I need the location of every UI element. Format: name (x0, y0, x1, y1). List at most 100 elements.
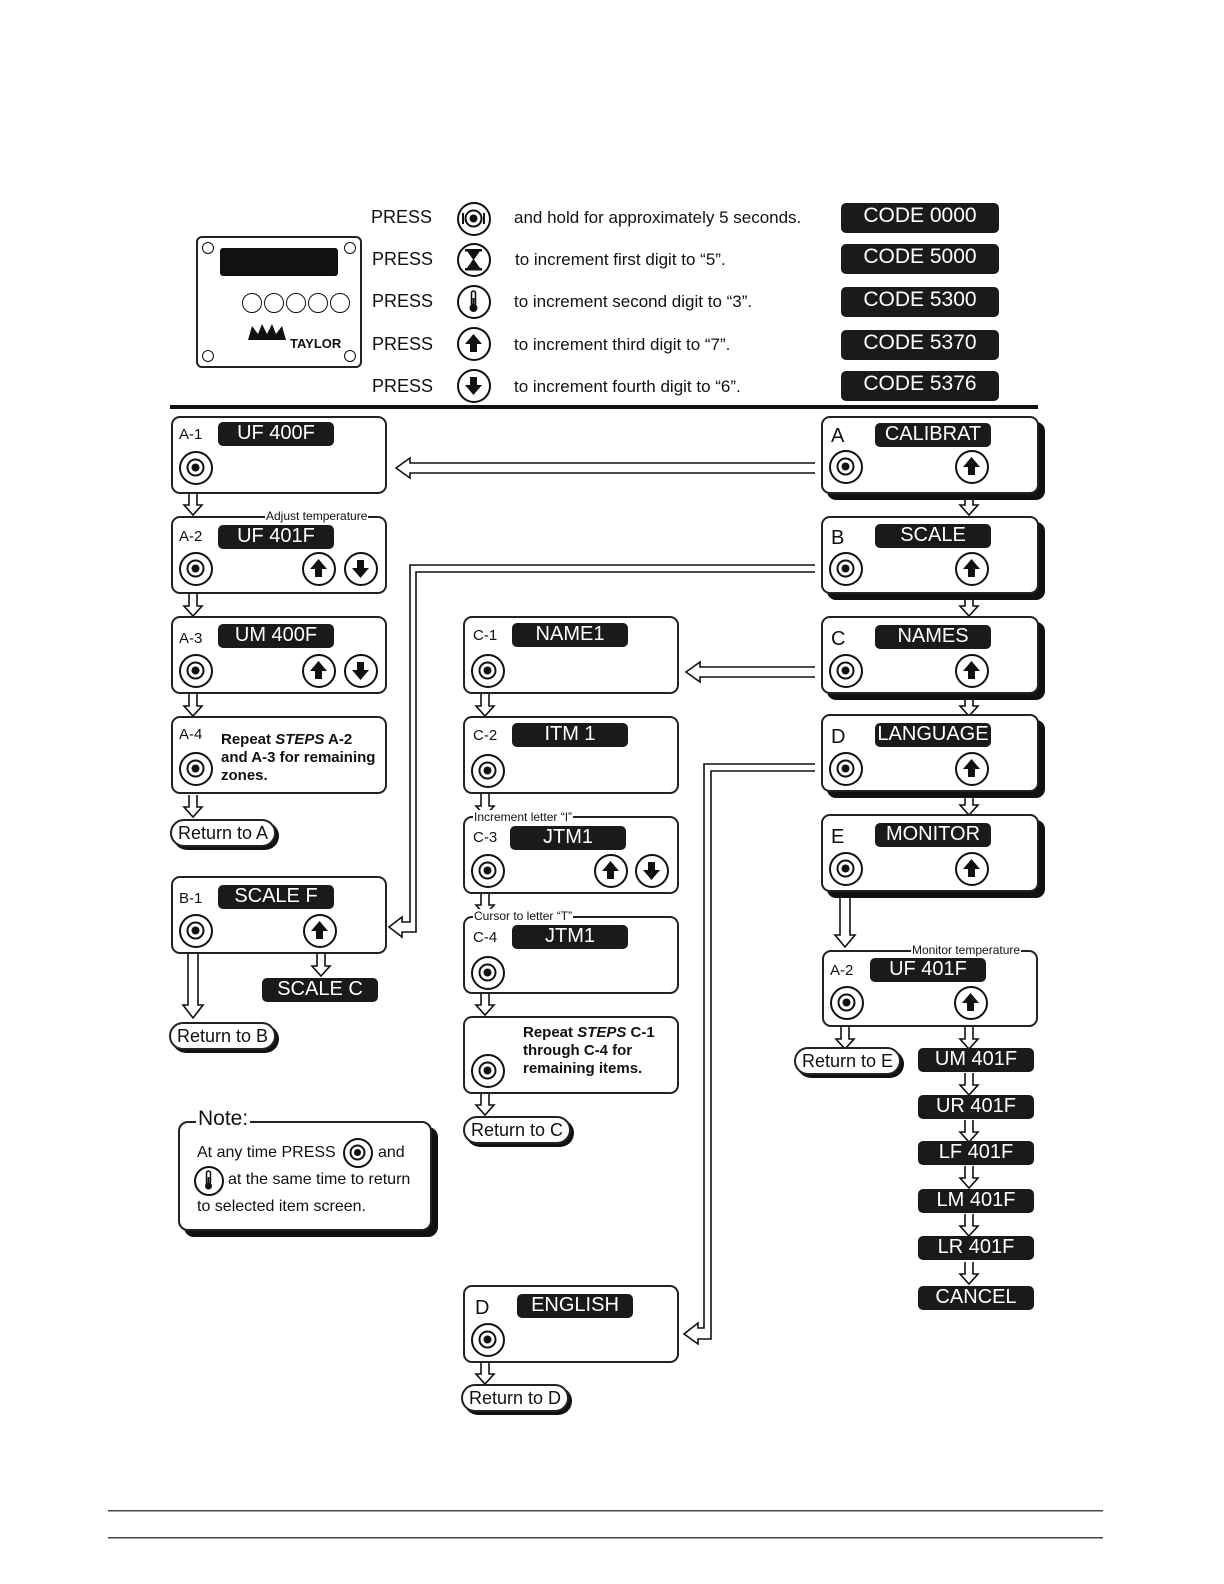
code-display: CODE 5300 (841, 287, 999, 317)
lcd-display: SCALE (875, 524, 991, 548)
menu-icon[interactable] (829, 752, 863, 786)
menu-icon[interactable] (471, 956, 505, 990)
up-arrow-icon[interactable] (302, 654, 336, 688)
code-display: CODE 5376 (841, 371, 999, 401)
menu-icon[interactable] (471, 1054, 505, 1088)
lcd-display: LF 401F (918, 1141, 1034, 1165)
lcd-display: UM 401F (918, 1048, 1034, 1072)
down-arrow-icon[interactable] (635, 854, 669, 888)
down-arrow-icon[interactable] (344, 552, 378, 586)
menu-icon[interactable] (471, 1323, 505, 1357)
menu-icon[interactable] (457, 202, 491, 236)
lcd-display: SCALE F (218, 885, 334, 909)
press-label: PRESS (372, 291, 434, 311)
up-arrow-icon[interactable] (955, 552, 989, 586)
lcd-display: ENGLISH (517, 1294, 633, 1318)
up-arrow-icon[interactable] (302, 552, 336, 586)
menu-icon[interactable] (179, 451, 213, 485)
menu-icon[interactable] (829, 552, 863, 586)
lcd-display: MONITOR (875, 823, 991, 847)
step-label: C (831, 628, 846, 650)
menu-e-box: E MONITOR (821, 814, 1039, 892)
lcd-display: JTM1 (510, 826, 626, 850)
step-label: D (475, 1297, 490, 1319)
lcd-display: UM 400F (218, 624, 334, 648)
step-label: C-1 (473, 627, 498, 644)
menu-icon[interactable] (829, 450, 863, 484)
step-label: A-4 (179, 726, 203, 743)
step-c2-box: C-2 ITM 1 (463, 716, 679, 794)
step-label: A-1 (179, 426, 203, 443)
step-c4-box: C-4 JTM1 (463, 916, 679, 994)
up-arrow-icon[interactable] (303, 914, 337, 948)
up-arrow-icon[interactable] (955, 450, 989, 484)
return-to-d-label[interactable]: Return to D (461, 1384, 570, 1412)
menu-icon[interactable] (343, 1138, 373, 1168)
menu-icon[interactable] (471, 854, 505, 888)
a4-instruction: Repeat STEPS A-2 and A-3 for remaining z… (221, 731, 376, 784)
up-arrow-icon[interactable] (954, 986, 988, 1020)
step-a3-box: A-3 UM 400F (171, 616, 387, 694)
menu-c-box: C NAMES (821, 616, 1039, 694)
instruction-text: to increment fourth digit to “6”. (514, 377, 741, 396)
instruction-text: to increment third digit to “7”. (514, 335, 731, 354)
return-to-a-label[interactable]: Return to A (170, 819, 277, 847)
menu-d-box: D LANGUAGE (821, 714, 1039, 792)
lcd-display: CALIBRAT (875, 423, 991, 447)
panel-button-row (242, 293, 350, 315)
step-c3-box: C-3 JTM1 (463, 816, 679, 894)
menu-icon[interactable] (179, 914, 213, 948)
menu-icon[interactable] (829, 654, 863, 688)
step-a4-box: A-4 Repeat STEPS A-2 and A-3 for remaini… (171, 716, 387, 794)
step-label: B (831, 527, 845, 549)
press-label: PRESS (372, 249, 434, 269)
menu-icon[interactable] (830, 986, 864, 1020)
annotation-label: Adjust temperature (265, 509, 369, 523)
note-text-line2: at the same time to return (228, 1171, 411, 1188)
step-label: C-4 (473, 929, 498, 946)
down-arrow-icon[interactable] (457, 369, 491, 403)
menu-icon[interactable] (179, 552, 213, 586)
lcd-display: LR 401F (918, 1236, 1034, 1260)
note-title: Note: (196, 1107, 251, 1131)
instruction-text: to increment second digit to “3”. (514, 292, 753, 311)
up-arrow-icon[interactable] (594, 854, 628, 888)
panel-logo-crown (248, 322, 286, 340)
up-arrow-icon[interactable] (955, 852, 989, 886)
up-arrow-icon[interactable] (955, 654, 989, 688)
panel-display (220, 248, 338, 276)
lcd-display: NAMES (875, 625, 991, 649)
menu-icon[interactable] (179, 654, 213, 688)
step-label: A-2 (830, 962, 854, 979)
menu-icon[interactable] (471, 754, 505, 788)
return-to-b-label[interactable]: Return to B (169, 1022, 277, 1050)
timer-icon[interactable] (457, 243, 491, 277)
temperature-icon[interactable] (457, 285, 491, 319)
menu-icon[interactable] (471, 654, 505, 688)
c5-instruction: Repeat STEPS C-1 through C-4 for remaini… (523, 1024, 655, 1077)
code-display: CODE 5370 (841, 330, 999, 360)
step-label: A (831, 425, 845, 447)
panel-brand-label: TAYLOR (290, 336, 342, 351)
up-arrow-icon[interactable] (457, 327, 491, 361)
annotation-label: Increment letter “I” (473, 810, 574, 824)
scale-c-display: SCALE C (262, 978, 378, 1002)
lcd-display: NAME1 (512, 623, 628, 647)
return-to-c-label[interactable]: Return to C (463, 1116, 572, 1144)
lcd-display: UR 401F (918, 1095, 1034, 1119)
step-d-english-box: D ENGLISH (463, 1285, 679, 1363)
step-label: D (831, 726, 846, 748)
code-display: CODE 5000 (841, 244, 999, 274)
temperature-icon[interactable] (194, 1166, 224, 1196)
step-a1-box: A-1 UF 400F (171, 416, 387, 494)
step-label: E (831, 826, 845, 848)
menu-a-box: A CALIBRAT (821, 416, 1039, 494)
menu-icon[interactable] (179, 752, 213, 786)
return-to-e-label[interactable]: Return to E (794, 1047, 902, 1075)
up-arrow-icon[interactable] (955, 752, 989, 786)
menu-icon[interactable] (829, 852, 863, 886)
down-arrow-icon[interactable] (344, 654, 378, 688)
press-label: PRESS (372, 334, 434, 354)
annotation-label: Monitor temperature (911, 943, 1022, 957)
